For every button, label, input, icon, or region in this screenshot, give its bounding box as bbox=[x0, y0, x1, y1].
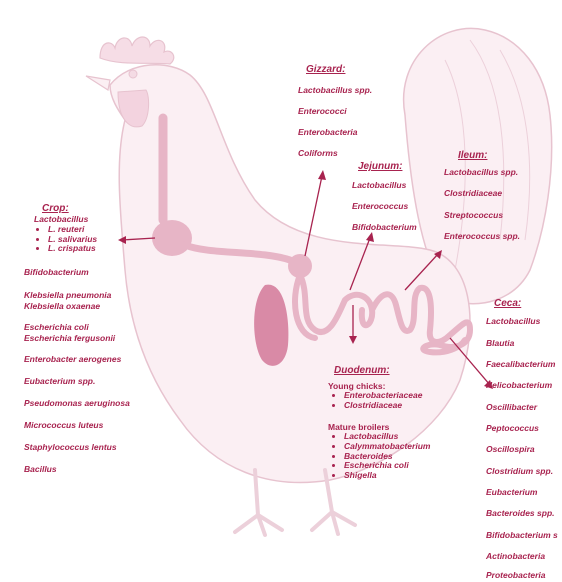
gizzard-title: Gizzard: bbox=[306, 64, 345, 75]
duodenum-mature-item: Shigella bbox=[344, 471, 430, 481]
ileum-item: Clostridiaceae bbox=[444, 189, 502, 199]
ceca-item: Actinobacteria bbox=[486, 552, 545, 562]
crop-title: Crop: bbox=[42, 203, 69, 214]
chicken-beak bbox=[86, 76, 110, 90]
crop-item: Enterobacter aerogenes bbox=[24, 355, 121, 365]
crop-item: Escherichia coli bbox=[24, 323, 89, 333]
gizzard-item: Enterobacteria bbox=[298, 128, 358, 138]
jejunum-item: Enterococcus bbox=[352, 202, 408, 212]
crop-item: Staphylococcus lentus bbox=[24, 443, 117, 453]
ceca-item: Oscillibacter bbox=[486, 403, 537, 413]
crop-lactobacillus-group: Lactobacillus L. reuteri L. salivarius L… bbox=[34, 215, 97, 254]
jejunum-item: Lactobacillus bbox=[352, 181, 406, 191]
ceca-item: Oscillospira bbox=[486, 445, 535, 455]
ceca-item: Peptococcus bbox=[486, 424, 539, 434]
crop-item: Klebsiella oxaenae bbox=[24, 302, 100, 312]
gizzard-item: Coliforms bbox=[298, 149, 338, 159]
crop-item: Klebsiella pneumonia bbox=[24, 291, 111, 301]
jejunum-title: Jejunum: bbox=[358, 161, 402, 172]
ileum-item: Lactobacillus spp. bbox=[444, 168, 518, 178]
ceca-item: Blautia bbox=[486, 339, 514, 349]
ileum-title: Ileum: bbox=[458, 150, 487, 161]
duodenum-title: Duodenum: bbox=[334, 365, 390, 376]
ceca-item: Clostridium spp. bbox=[486, 467, 553, 477]
duodenum-young-item: Clostridiaceae bbox=[344, 401, 422, 411]
crop-group-list: L. reuteri L. salivarius L. crispatus bbox=[34, 225, 97, 254]
ceca-title: Ceca: bbox=[494, 298, 521, 309]
ceca-item: Proteobacteria bbox=[486, 571, 546, 581]
crop-organ bbox=[152, 220, 192, 256]
ceca-item: Faecalibacterium bbox=[486, 360, 555, 370]
chicken-wattle bbox=[118, 90, 149, 127]
chicken-comb bbox=[100, 37, 174, 64]
ceca-item: Helicobacterium bbox=[486, 381, 552, 391]
jejunum-item: Bifidobacterium bbox=[352, 223, 417, 233]
chicken-eye bbox=[129, 70, 137, 78]
crop-item: Pseudomonas aeruginosa bbox=[24, 399, 130, 409]
ileum-item: Enterococcus spp. bbox=[444, 232, 520, 242]
ceca-item: Bifidobacterium s bbox=[486, 531, 558, 541]
crop-item: Bifidobacterium bbox=[24, 268, 89, 278]
ceca-item: Eubacterium bbox=[486, 488, 538, 498]
crop-item: Micrococcus luteus bbox=[24, 421, 103, 431]
crop-item: Bacillus bbox=[24, 465, 57, 475]
crop-item: Eubacterium spp. bbox=[24, 377, 95, 387]
ileum-item: Streptococcus bbox=[444, 211, 503, 221]
gizzard-item: Enterococci bbox=[298, 107, 347, 117]
gizzard-item: Lactobacillus spp. bbox=[298, 86, 372, 96]
duodenum-mature-list: Lactobacillus Calymmatobacterium Bactero… bbox=[330, 432, 430, 481]
crop-item: Escherichia fergusonii bbox=[24, 334, 115, 344]
duodenum-young-list: Enterobacteriaceae Clostridiaceae bbox=[330, 391, 422, 411]
ceca-item: Lactobacillus bbox=[486, 317, 540, 327]
crop-group-item: L. crispatus bbox=[48, 244, 97, 254]
ceca-item: Bacteroides spp. bbox=[486, 509, 555, 519]
